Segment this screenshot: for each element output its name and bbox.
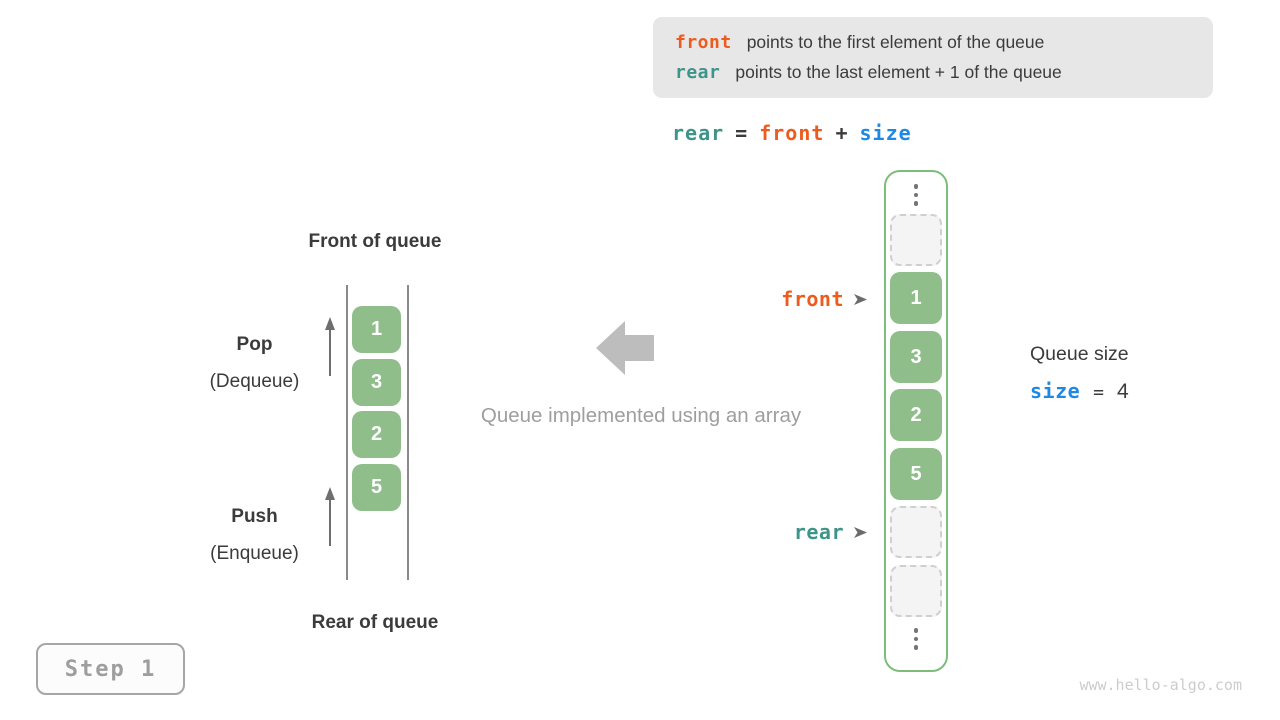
front-keyword: front bbox=[675, 32, 732, 53]
array-cell-value: 1 bbox=[890, 272, 942, 324]
array-cell-value: 5 bbox=[890, 448, 942, 500]
formula-size: size bbox=[859, 121, 912, 145]
queue-item: 2 bbox=[352, 411, 401, 458]
formula-rear: rear bbox=[672, 121, 725, 145]
size-value: 4 bbox=[1117, 380, 1129, 403]
pop-up-arrow-icon bbox=[325, 317, 335, 376]
pop-label: Pop bbox=[236, 334, 273, 355]
queue-size-expression: size = 4 bbox=[1030, 379, 1129, 404]
rear-description: points to the last element + 1 of the qu… bbox=[735, 62, 1062, 82]
queue-channel-right-line bbox=[407, 285, 409, 580]
pointer-arrow-icon bbox=[854, 526, 867, 538]
front-description: points to the first element of the queue bbox=[746, 32, 1045, 52]
watermark: www.hello-algo.com bbox=[1079, 676, 1242, 694]
queue-item: 1 bbox=[352, 306, 401, 353]
size-variable: size bbox=[1030, 379, 1081, 403]
queue-channel-left-line bbox=[346, 285, 348, 580]
left-block-arrow-icon bbox=[596, 321, 654, 375]
front-of-queue-label: Front of queue bbox=[308, 231, 442, 252]
dequeue-label: (Dequeue) bbox=[209, 371, 300, 392]
array-cell-value: 3 bbox=[890, 331, 942, 383]
formula-equals: = bbox=[735, 121, 749, 145]
formula: rear = front + size bbox=[672, 121, 912, 145]
rear-pointer-label: rear bbox=[793, 520, 844, 544]
rear-keyword: rear bbox=[675, 62, 721, 83]
array-cell-value: 2 bbox=[890, 389, 942, 441]
push-up-arrow-icon bbox=[325, 487, 335, 546]
array-cell-empty bbox=[890, 565, 942, 617]
queue-item: 3 bbox=[352, 359, 401, 406]
push-label-group: Push (Enqueue) bbox=[182, 505, 327, 566]
array-container: 1 3 2 5 bbox=[884, 170, 948, 672]
size-equals: = bbox=[1093, 382, 1105, 403]
step-badge: Step 1 bbox=[36, 643, 185, 695]
array-implementation-caption: Queue implemented using an array bbox=[480, 404, 802, 427]
push-label: Push bbox=[231, 506, 278, 527]
legend-line-front: front points to the first element of the… bbox=[675, 32, 1213, 53]
legend-line-rear: rear points to the last element + 1 of t… bbox=[675, 62, 1213, 83]
array-cell-empty bbox=[890, 506, 942, 558]
ellipsis-top-icon bbox=[886, 184, 946, 206]
legend-box: front points to the first element of the… bbox=[653, 17, 1213, 98]
enqueue-label: (Enqueue) bbox=[210, 543, 299, 564]
formula-plus: + bbox=[835, 121, 849, 145]
rear-pointer: rear bbox=[638, 519, 868, 545]
pop-label-group: Pop (Dequeue) bbox=[182, 333, 327, 394]
formula-front: front bbox=[759, 121, 825, 145]
ellipsis-bottom-icon bbox=[886, 628, 946, 650]
pointer-arrow-icon bbox=[854, 293, 867, 305]
array-cell-empty bbox=[890, 214, 942, 266]
front-pointer-label: front bbox=[781, 287, 844, 311]
front-pointer: front bbox=[638, 286, 868, 312]
rear-of-queue-label: Rear of queue bbox=[311, 612, 439, 633]
queue-item: 5 bbox=[352, 464, 401, 511]
step-badge-label: Step 1 bbox=[64, 656, 157, 682]
queue-size-title: Queue size bbox=[1030, 343, 1129, 365]
